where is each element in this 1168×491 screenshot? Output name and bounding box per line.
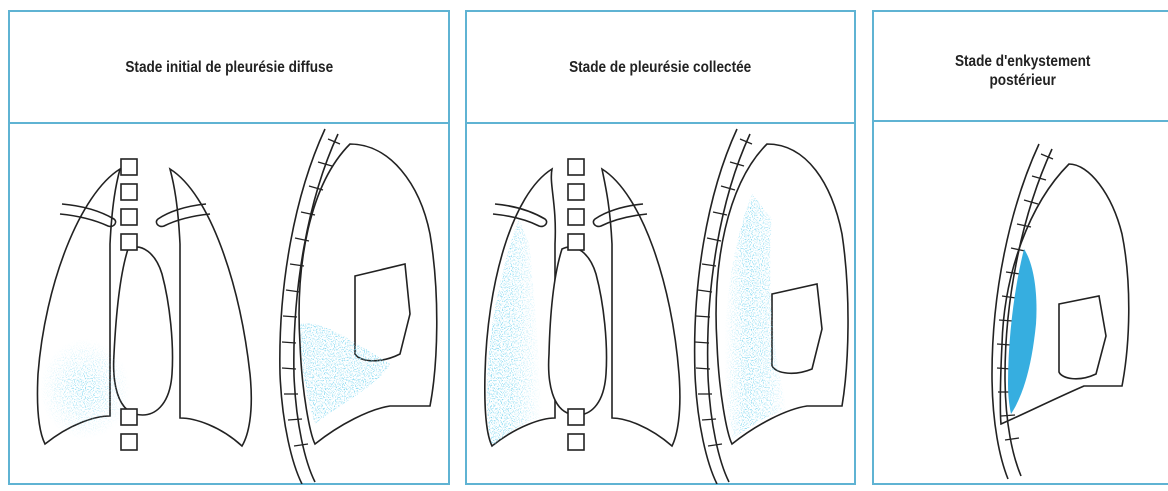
panel-collected-stage: Stade de pleurésie collectée — [465, 10, 856, 485]
panel-header: Stade d'enkystement postérieur — [874, 12, 1168, 122]
panel-encystment-stage: Stade d'enkystement postérieur — [872, 10, 1168, 485]
effusion-frontal — [40, 339, 130, 439]
heart-outline — [549, 247, 607, 415]
vertebra — [568, 409, 584, 425]
vertebra — [568, 159, 584, 175]
figure-encystment-stage — [874, 124, 1168, 483]
panel-header: Stade de pleurésie collectée — [467, 12, 854, 124]
panel-header: Stade initial de pleurésie diffuse — [10, 12, 448, 124]
lateral-view — [992, 144, 1129, 479]
vertebra — [121, 234, 137, 250]
figure-initial-stage — [10, 124, 448, 483]
lateral-heart-outline — [772, 284, 822, 373]
vertebra — [121, 184, 137, 200]
lateral-view — [280, 129, 437, 484]
vertebra — [121, 159, 137, 175]
figure-collected-stage — [467, 124, 854, 483]
panel-title: Stade d'enkystement postérieur — [955, 52, 1091, 90]
panel-initial-stage: Stade initial de pleurésie diffuse — [8, 10, 450, 485]
vertebra — [568, 184, 584, 200]
vertebra — [568, 434, 584, 450]
lung-diagram-encystment — [874, 124, 1168, 484]
panel-title: Stade initial de pleurésie diffuse — [125, 58, 333, 77]
vertebra — [568, 209, 584, 225]
lung-diagram-collected — [467, 124, 854, 484]
vertebra — [568, 234, 584, 250]
panel-title: Stade de pleurésie collectée — [569, 58, 751, 77]
lateral-heart-outline — [355, 264, 410, 361]
lung-diagram-initial — [10, 124, 448, 484]
right-lung-outline — [170, 169, 251, 446]
vertebra — [121, 209, 137, 225]
